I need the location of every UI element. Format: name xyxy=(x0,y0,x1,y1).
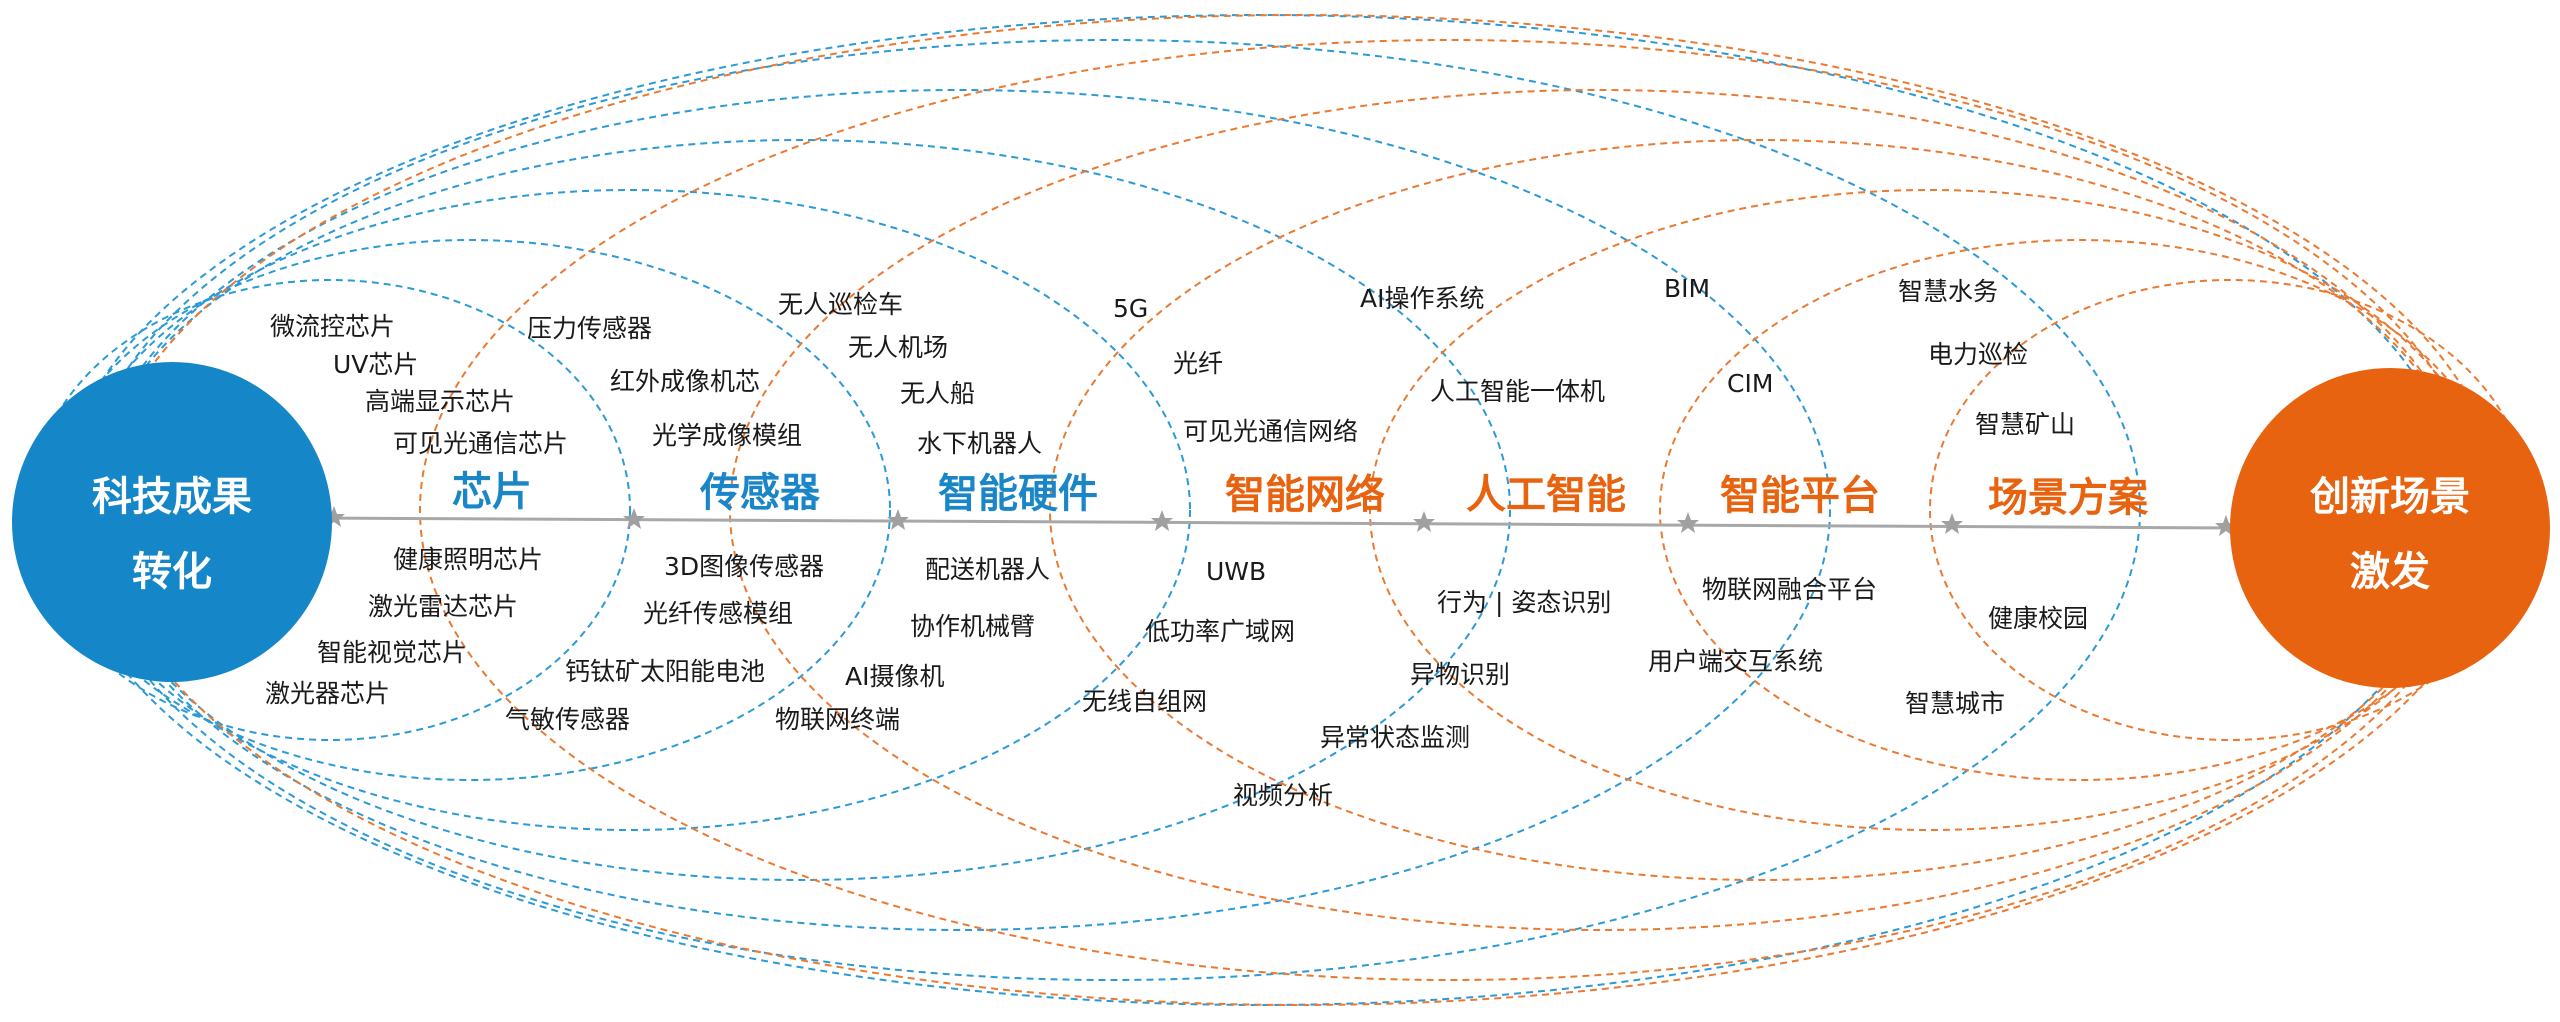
platform-item: CIM xyxy=(1727,369,1773,398)
category-sensor: 传感器 xyxy=(699,470,821,516)
network-item: UWB xyxy=(1206,557,1266,586)
network-item: 无线自组网 xyxy=(1082,687,1207,716)
scenario-items: 智慧水务 电力巡检 智慧矿山 健康校园 智慧城市 xyxy=(1898,277,2088,718)
category-hardware: 智能硬件 xyxy=(938,471,1098,517)
right-hub: 创新场景 激发 xyxy=(2230,368,2550,688)
platform-item: 用户端交互系统 xyxy=(1648,647,1823,676)
chip-item: 激光器芯片 xyxy=(265,679,390,708)
chip-item: 微流控芯片 xyxy=(270,312,395,341)
hardware-item: 无人巡检车 xyxy=(778,290,903,319)
star-marker xyxy=(1413,511,1435,532)
scenario-item: 电力巡检 xyxy=(1928,340,2028,369)
ai-item: 异常状态监测 xyxy=(1320,723,1470,752)
network-item: 5G xyxy=(1113,294,1148,323)
network-item: 光纤 xyxy=(1173,349,1223,378)
category-labels: 芯片 传感器 智能硬件 智能网络 人工智能 智能平台 场景方案 xyxy=(452,469,2149,521)
sensor-item: 压力传感器 xyxy=(527,314,652,343)
left-hub-line2: 转化 xyxy=(132,549,212,595)
ai-item: 人工智能一体机 xyxy=(1430,377,1605,406)
star-marker xyxy=(1677,512,1699,533)
sensor-item: 光纤传感模组 xyxy=(643,599,793,628)
chip-item: UV芯片 xyxy=(333,350,418,379)
scenario-item: 健康校园 xyxy=(1988,604,2088,633)
chip-items: 微流控芯片 UV芯片 高端显示芯片 可见光通信芯片 健康照明芯片 激光雷达芯片 … xyxy=(265,312,568,708)
left-hub-line1: 科技成果 xyxy=(92,474,252,520)
network-item: 低功率广域网 xyxy=(1145,617,1295,646)
sensor-item: 红外成像机芯 xyxy=(610,367,760,396)
ai-items: AI操作系统 人工智能一体机 行为 | 姿态识别 异物识别 异常状态监测 视频分… xyxy=(1233,284,1611,810)
left-ellipse-4 xyxy=(89,139,1511,881)
star-marker xyxy=(1941,513,1963,534)
left-hub-circle xyxy=(12,362,332,682)
category-scenario: 场景方案 xyxy=(1988,475,2149,521)
network-items: 5G 光纤 可见光通信网络 UWB 低功率广域网 无线自组网 xyxy=(1082,294,1358,716)
network-item: 可见光通信网络 xyxy=(1183,417,1358,446)
ai-item: 视频分析 xyxy=(1233,781,1333,810)
left-hub: 科技成果 转化 xyxy=(12,362,332,682)
hardware-item: 协作机械臂 xyxy=(910,612,1035,641)
hardware-item: 水下机器人 xyxy=(917,429,1042,458)
sensor-item: 钙钛矿太阳能电池 xyxy=(565,657,765,686)
platform-item: 物联网融合平台 xyxy=(1702,575,1877,604)
chip-item: 高端显示芯片 xyxy=(365,387,515,416)
platform-items: BIM CIM 物联网融合平台 用户端交互系统 xyxy=(1648,274,1877,676)
chip-item: 可见光通信芯片 xyxy=(393,429,568,458)
scenario-item: 智慧矿山 xyxy=(1975,410,2075,439)
chip-item: 激光雷达芯片 xyxy=(368,592,518,621)
right-hub-line1: 创新场景 xyxy=(2310,474,2470,520)
category-network: 智能网络 xyxy=(1225,472,1385,518)
chip-item: 智能视觉芯片 xyxy=(317,638,467,667)
sensor-item: 光学成像模组 xyxy=(652,421,802,450)
ai-item: 异物识别 xyxy=(1410,660,1510,689)
hardware-items: 无人巡检车 无人机场 无人船 水下机器人 配送机器人 协作机械臂 AI摄像机 物… xyxy=(775,290,1050,734)
hardware-item: 配送机器人 xyxy=(925,555,1050,584)
hardware-item: 无人船 xyxy=(900,379,975,408)
star-marker xyxy=(623,508,645,529)
sensor-item: 气敏传感器 xyxy=(505,705,630,734)
right-hub-circle xyxy=(2230,368,2550,688)
sensor-item: 3D图像传感器 xyxy=(664,552,824,581)
category-ai: 人工智能 xyxy=(1466,472,1626,518)
star-marker xyxy=(1151,510,1173,531)
star-marker xyxy=(887,509,909,530)
scenario-item: 智慧水务 xyxy=(1898,277,1998,306)
category-platform: 智能平台 xyxy=(1720,473,1880,519)
ai-item: AI操作系统 xyxy=(1360,284,1484,313)
hardware-item: AI摄像机 xyxy=(845,662,944,691)
hardware-item: 物联网终端 xyxy=(775,705,900,734)
sensor-items: 压力传感器 红外成像机芯 光学成像模组 3D图像传感器 光纤传感模组 钙钛矿太阳… xyxy=(505,314,824,734)
hardware-item: 无人机场 xyxy=(848,333,948,362)
scenario-item: 智慧城市 xyxy=(1905,689,2005,718)
platform-item: BIM xyxy=(1664,274,1710,303)
category-chip: 芯片 xyxy=(452,469,532,515)
right-hub-line2: 激发 xyxy=(2350,549,2430,595)
chip-item: 健康照明芯片 xyxy=(393,545,543,574)
ai-item: 行为 | 姿态识别 xyxy=(1437,588,1611,617)
left-ellipse-1 xyxy=(29,279,631,741)
